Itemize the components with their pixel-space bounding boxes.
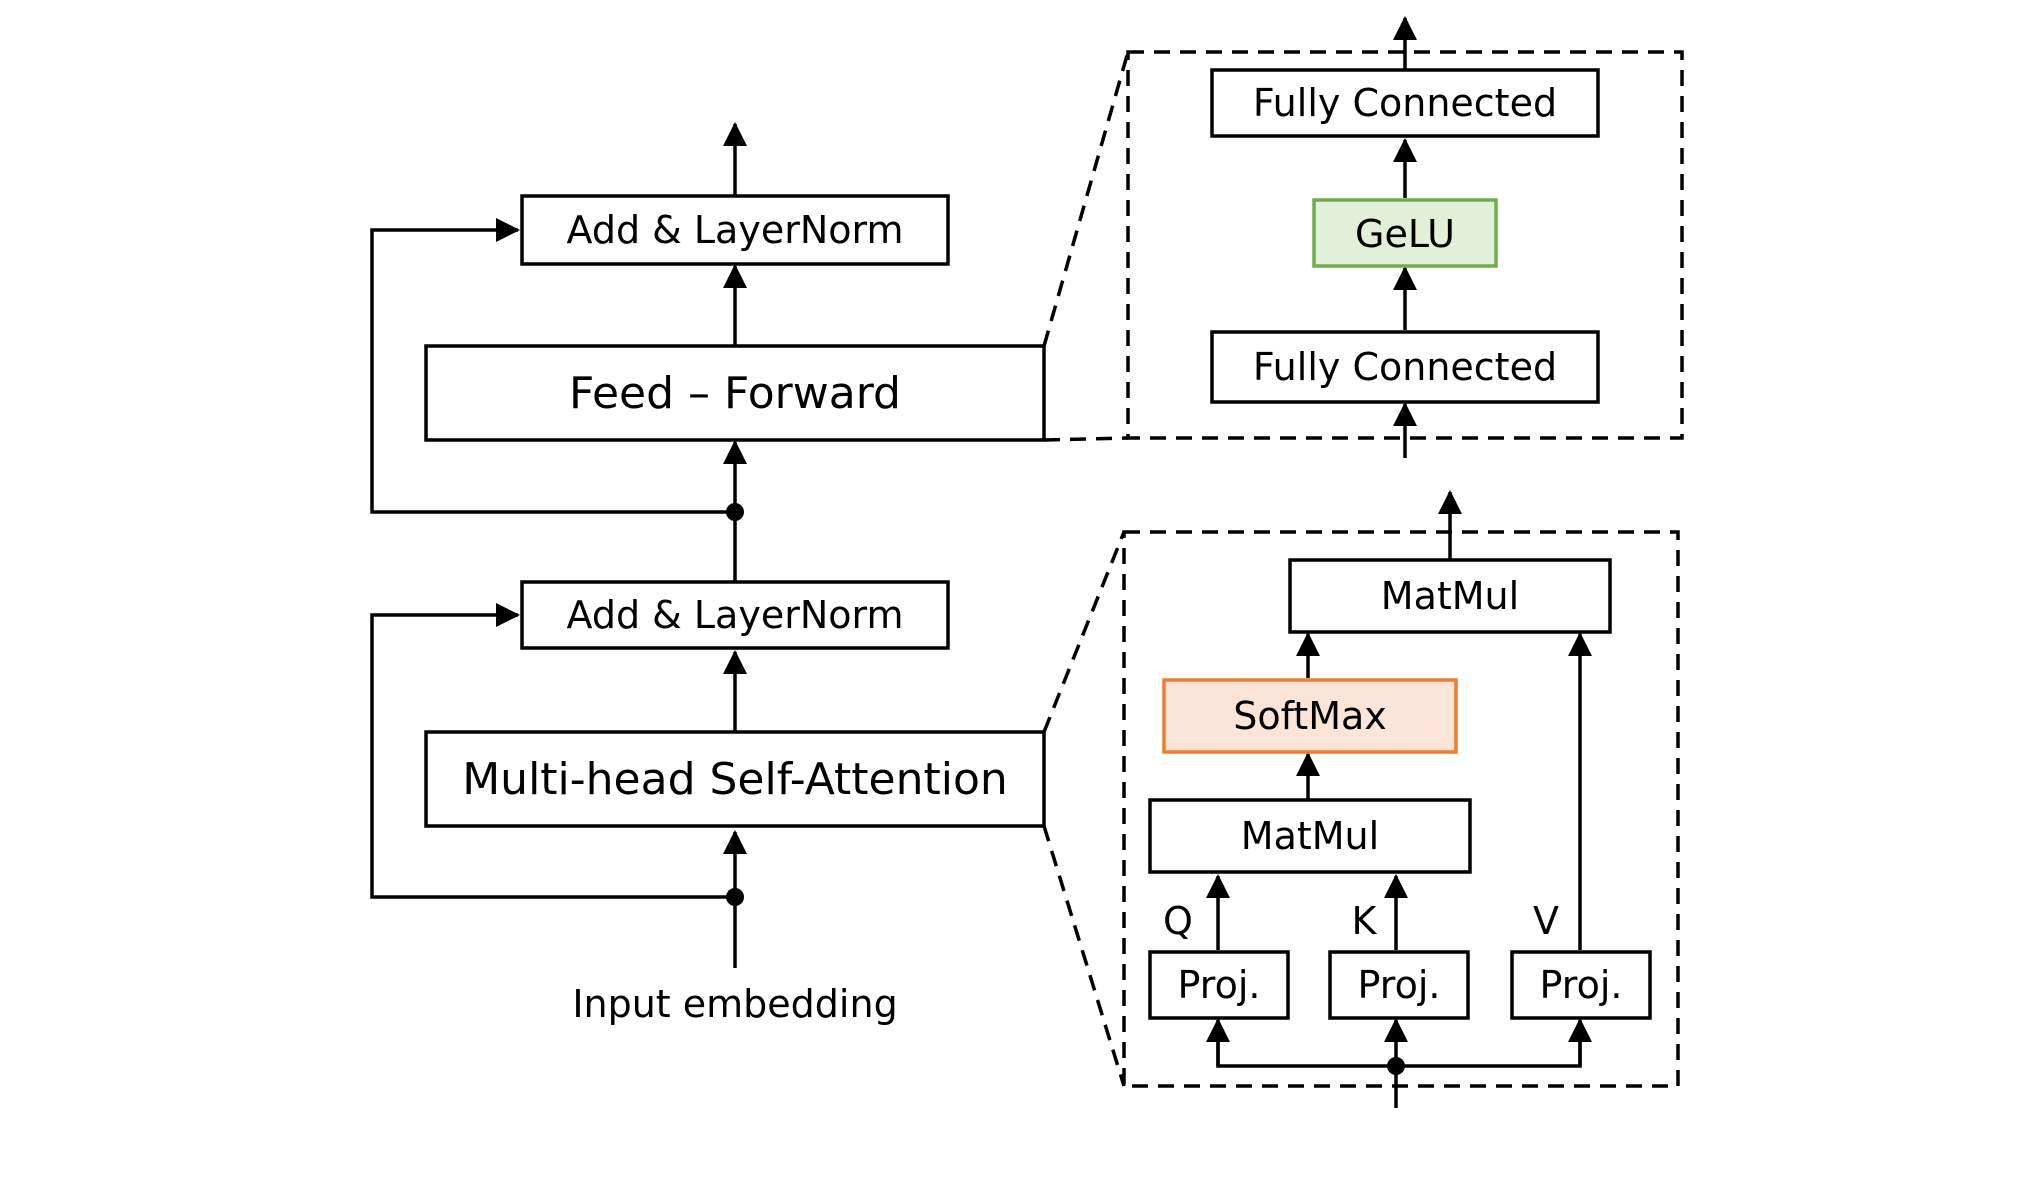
attn-zoom-line-top: [1042, 531, 1126, 733]
softmax-label: SoftMax: [1233, 694, 1387, 738]
residual-connection-top: [370, 218, 735, 514]
ff-zoom-line-top: [1042, 51, 1130, 347]
q-label: Q: [1163, 899, 1193, 943]
softmax-box: [1162, 678, 1458, 754]
proj-v-box: [1510, 950, 1652, 1020]
proj-q-label: Proj.: [1178, 963, 1261, 1007]
matmul-top-box: [1288, 558, 1612, 634]
fc-top-box: [1210, 68, 1600, 138]
mhsa-box: [424, 730, 1046, 828]
add-layernorm-top-label: Add & LayerNorm: [567, 208, 904, 252]
k-label: K: [1352, 899, 1378, 943]
matmul-bottom-label: MatMul: [1241, 814, 1379, 858]
attn-zoom-line-bottom: [1042, 825, 1126, 1087]
attn-junction-dot: [1387, 1057, 1405, 1075]
feed-forward-box: [424, 344, 1046, 442]
add-layernorm-bottom-label: Add & LayerNorm: [567, 593, 904, 637]
feed-forward-label: Feed – Forward: [569, 368, 901, 419]
junction-dot-top: [726, 503, 744, 521]
residual-connection-bottom: [370, 603, 735, 899]
proj-k-box: [1328, 950, 1470, 1020]
v-label: V: [1533, 899, 1559, 943]
matmul-bottom-box: [1148, 798, 1472, 874]
proj-k-label: Proj.: [1358, 963, 1441, 1007]
fc-bottom-box: [1210, 330, 1600, 404]
add-layernorm-bottom-box: [520, 580, 950, 650]
junction-dot-bottom: [726, 888, 744, 906]
fc-top-label: Fully Connected: [1253, 81, 1557, 125]
input-embedding-label: Input embedding: [572, 982, 897, 1026]
proj-q-box: [1148, 950, 1290, 1020]
attention-detail-frame: [1122, 530, 1680, 1088]
add-layernorm-top-box: [520, 194, 950, 266]
proj-v-label: Proj.: [1540, 963, 1623, 1007]
matmul-top-label: MatMul: [1381, 574, 1519, 618]
mhsa-label: Multi-head Self-Attention: [462, 754, 1008, 805]
gelu-box: [1312, 198, 1498, 268]
gelu-label: GeLU: [1355, 212, 1455, 256]
ff-zoom-line-bottom: [1043, 436, 1129, 442]
fc-bottom-label: Fully Connected: [1253, 345, 1557, 389]
